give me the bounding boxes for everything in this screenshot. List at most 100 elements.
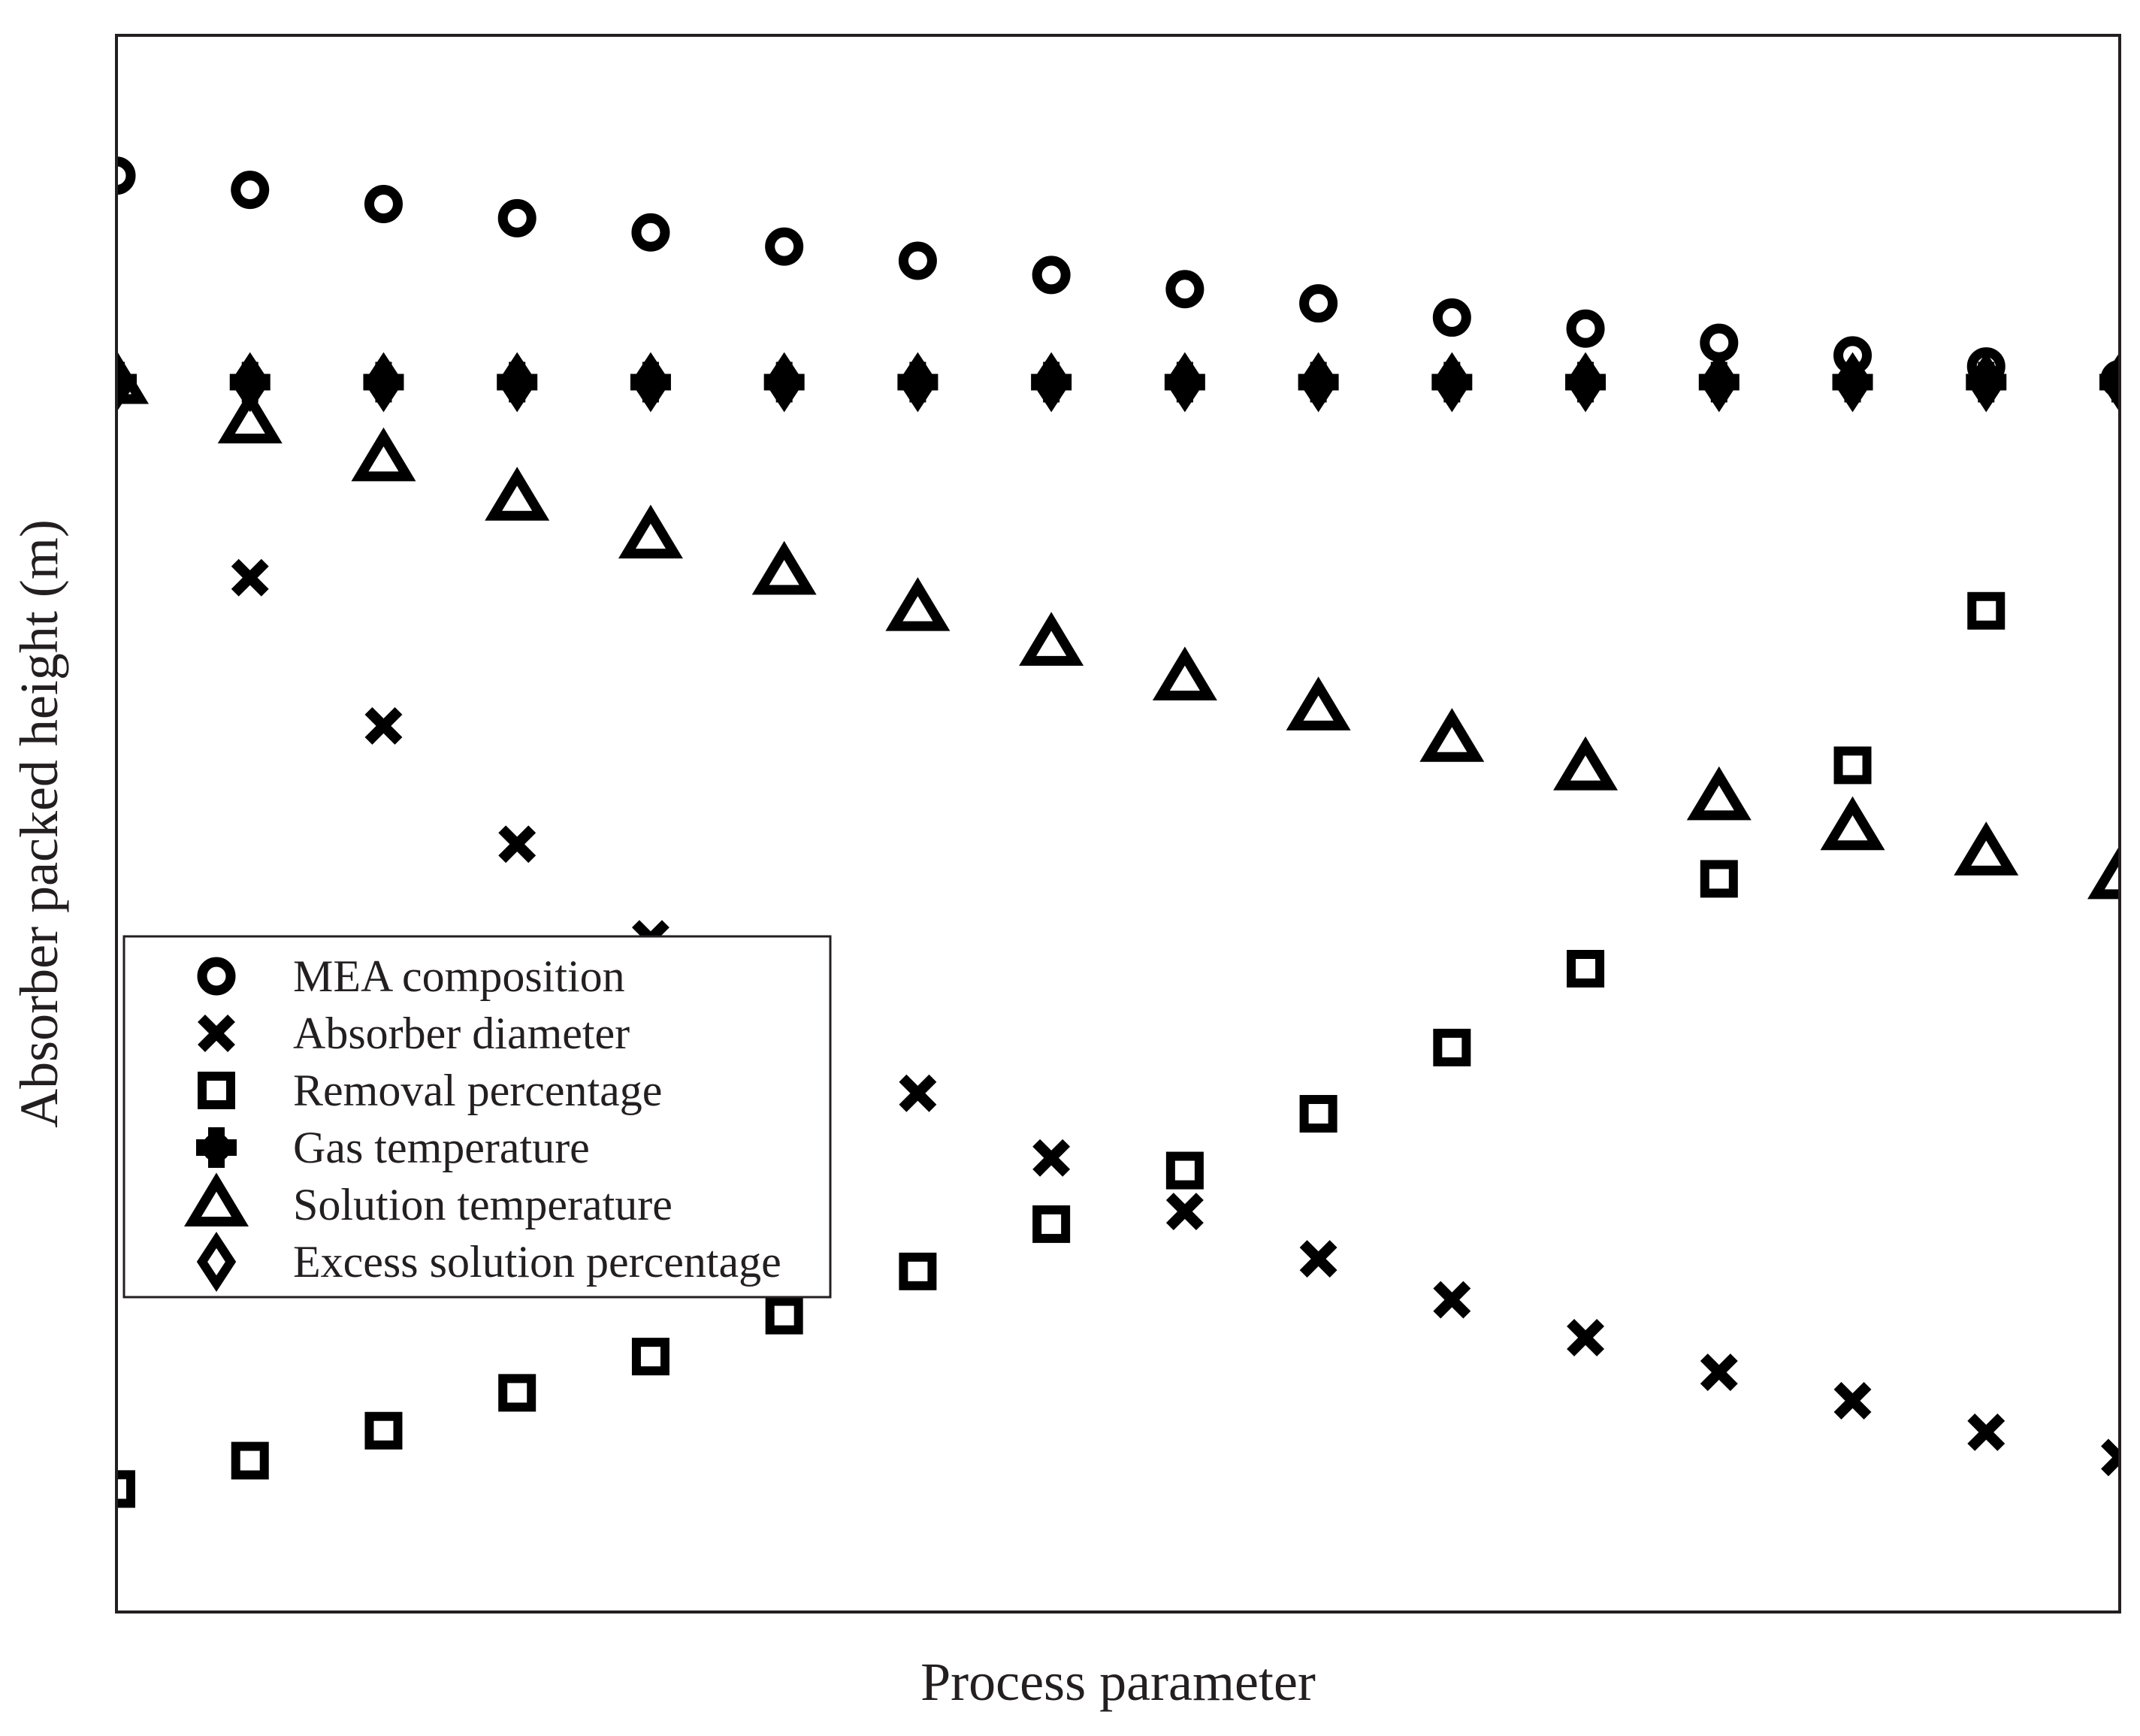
data-point: [1031, 352, 1072, 413]
data-point: [1432, 298, 1471, 337]
legend-label: Solution temperature: [293, 1180, 673, 1229]
data-point: [885, 577, 951, 631]
legend-entry: Removal percentage: [198, 1066, 662, 1115]
data-point: [1032, 256, 1071, 295]
data-point: [618, 504, 683, 559]
data-point: [1567, 950, 1605, 988]
plot-frame: [115, 34, 2121, 1614]
data-point: [231, 171, 270, 210]
y-axis-title: Absorber packed height (m): [9, 519, 69, 1128]
data-point: [1699, 352, 1739, 413]
data-point: [631, 1338, 670, 1376]
series-removal-percentage: [116, 591, 2005, 1508]
legend-entry: MEA composition: [197, 951, 625, 1001]
data-point: [2099, 352, 2120, 413]
data-point: [1967, 1413, 2005, 1451]
data-point: [1565, 352, 1606, 413]
data-point: [1165, 1151, 1204, 1190]
data-point: [1820, 796, 1885, 851]
data-point: [1419, 708, 1485, 762]
data-point: [898, 241, 937, 280]
data-point: [1032, 1205, 1071, 1243]
data-point: [116, 1470, 135, 1508]
legend-marker: [197, 957, 236, 996]
data-point: [1566, 309, 1605, 348]
data-point: [1700, 860, 1738, 898]
data-point: [116, 156, 136, 195]
legend-marker: [196, 1232, 237, 1292]
data-point: [1152, 646, 1217, 700]
data-point: [231, 558, 269, 597]
series-solution-temperature: [116, 349, 2120, 900]
data-point: [364, 352, 404, 413]
series-excess-solution-percentage: [116, 352, 2120, 413]
data-point: [899, 1252, 937, 1290]
data-point: [1432, 352, 1472, 413]
data-point: [364, 184, 403, 223]
data-point: [1833, 352, 1872, 413]
data-point: [1966, 352, 2006, 413]
data-point: [2101, 1438, 2120, 1477]
data-point: [630, 352, 671, 413]
data-point: [1165, 1193, 1204, 1231]
data-point: [899, 1074, 937, 1112]
legend-entry: Excess solution percentage: [196, 1232, 781, 1292]
data-point: [498, 1374, 537, 1412]
data-point: [1553, 736, 1619, 791]
data-point: [765, 1296, 803, 1335]
data-point: [1299, 1240, 1338, 1278]
data-point: [1686, 766, 1752, 821]
data-point: [498, 825, 537, 863]
legend-entry: Gas temperature: [196, 1123, 590, 1172]
data-point: [217, 389, 283, 444]
data-point: [898, 352, 938, 413]
data-point: [1165, 270, 1205, 309]
data-point: [1954, 821, 2019, 876]
data-point: [364, 1411, 403, 1450]
data-point: [1433, 1028, 1471, 1066]
data-point: [1299, 284, 1338, 323]
data-point: [1567, 1319, 1605, 1356]
data-point: [1286, 676, 1351, 730]
data-point: [751, 540, 817, 595]
data-point: [497, 198, 537, 237]
data-point: [1833, 1381, 1872, 1420]
series-mea-composition: [116, 156, 2120, 398]
data-point: [1019, 612, 1084, 666]
legend-label: Absorber diameter: [293, 1009, 630, 1058]
legend-label: Removal percentage: [293, 1066, 662, 1115]
data-point: [765, 227, 804, 266]
data-point: [1433, 1281, 1471, 1319]
data-point: [485, 467, 550, 521]
data-point: [1032, 1139, 1071, 1177]
legend-label: Gas temperature: [293, 1123, 590, 1172]
data-point: [497, 352, 537, 413]
data-point: [116, 352, 137, 413]
data-point: [764, 352, 804, 413]
data-point: [1700, 1353, 1738, 1392]
data-point: [1967, 591, 2005, 630]
markers-layer: [116, 156, 2120, 1508]
data-point: [1833, 746, 1872, 785]
data-point: [364, 706, 403, 745]
data-point: [631, 213, 670, 252]
legend-marker: [198, 1072, 235, 1109]
legend-entry: Solution temperature: [184, 1172, 673, 1229]
data-point: [1298, 352, 1338, 413]
data-point: [231, 1441, 269, 1480]
data-point: [1299, 1095, 1338, 1133]
data-point: [1165, 352, 1205, 413]
legend-label: MEA composition: [293, 951, 625, 1001]
data-point: [351, 427, 416, 482]
data-point: [2087, 845, 2120, 900]
data-point: [230, 352, 270, 413]
legend-frame: [122, 935, 832, 1299]
x-axis-title: Process parameter: [920, 1652, 1316, 1712]
legend-label: Excess solution percentage: [293, 1237, 781, 1287]
legend-marker: [198, 1015, 235, 1052]
legend-entry: Absorber diameter: [198, 1009, 630, 1058]
